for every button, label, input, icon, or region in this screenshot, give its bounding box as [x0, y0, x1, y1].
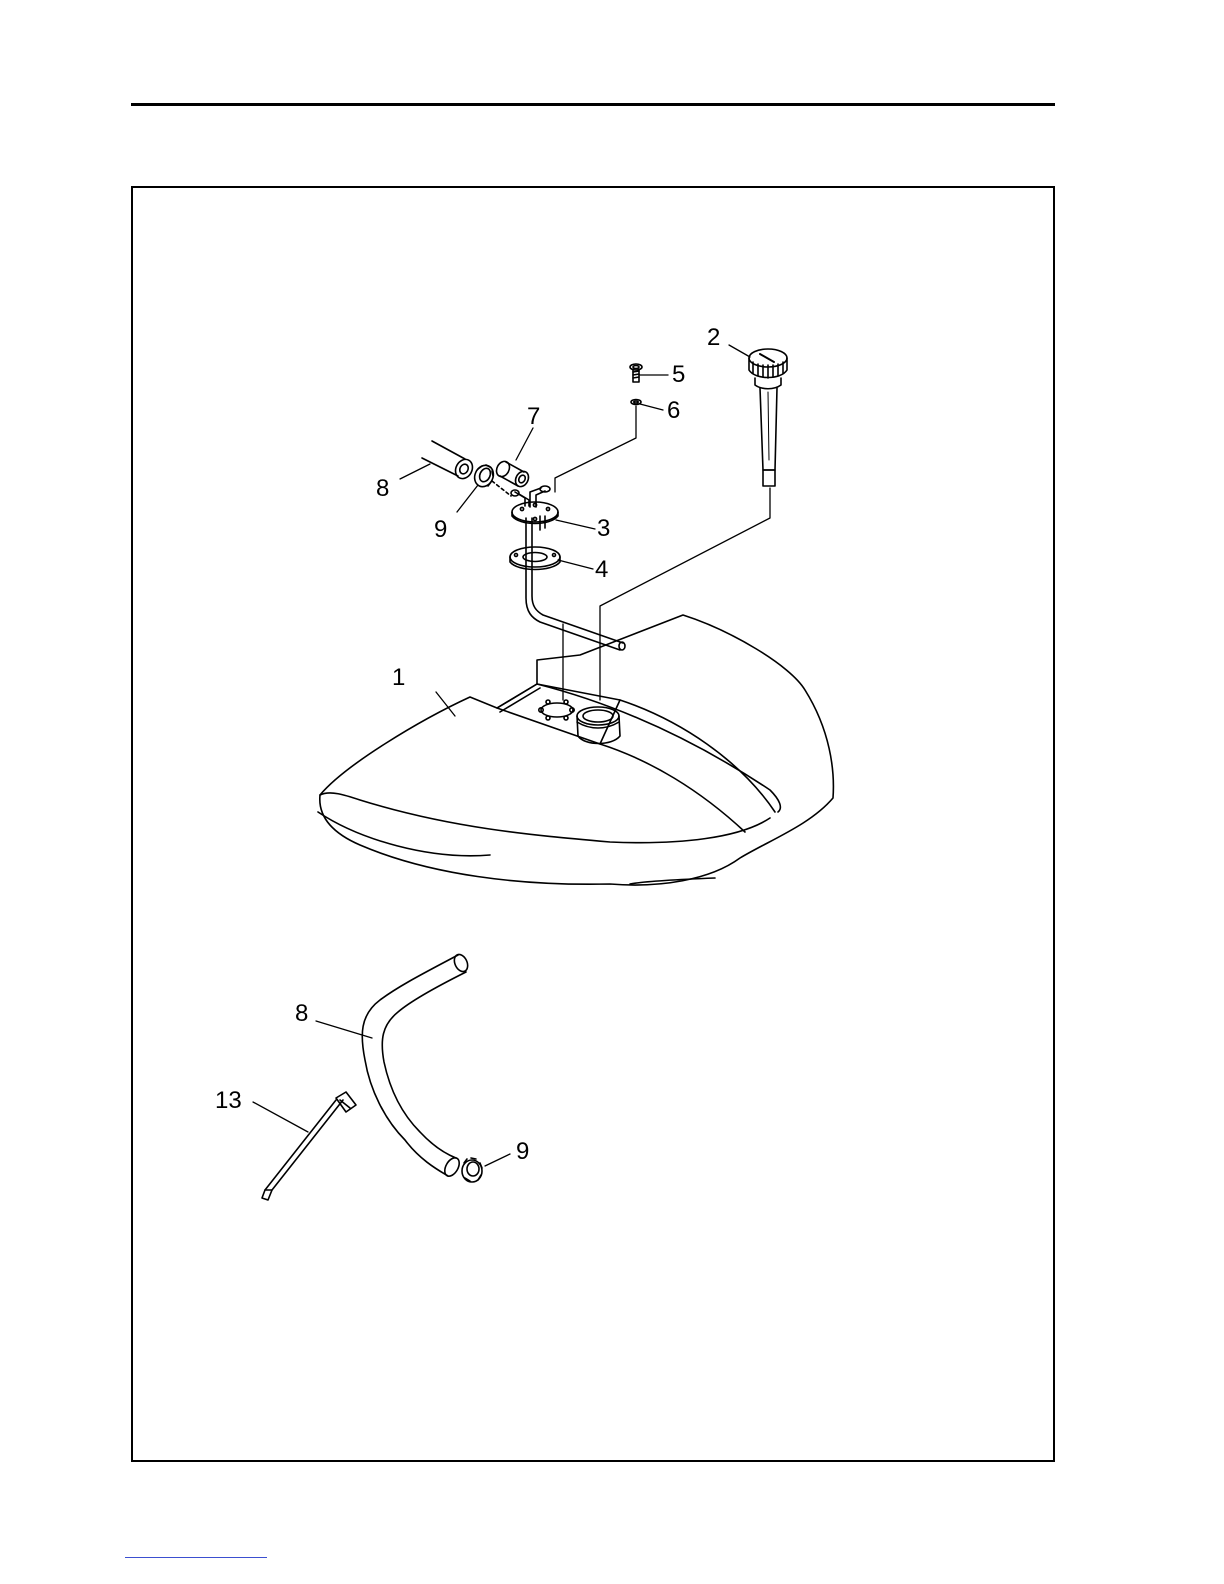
screw — [630, 364, 642, 382]
callout-6: 6 — [667, 397, 680, 424]
fuel-gauge-cap — [749, 349, 787, 486]
assembly-line-dashed — [492, 481, 511, 496]
callout-2: 2 — [707, 324, 720, 351]
callout-9-bottom: 9 — [516, 1138, 529, 1165]
footer-link-underline — [125, 1557, 267, 1558]
hose-clamp-bottom — [462, 1158, 482, 1182]
callout-4: 4 — [595, 556, 608, 583]
callout-8-top: 8 — [376, 475, 389, 502]
cable-tie — [262, 1092, 356, 1200]
callout-labels: 1 2 3 4 5 6 7 8 9 8 9 13 — [215, 324, 720, 1165]
fuel-hose-top — [422, 441, 476, 482]
callout-7: 7 — [527, 403, 540, 430]
sender-gasket — [510, 547, 560, 570]
assembly-lines — [555, 406, 770, 700]
hose-clamp-top — [471, 462, 497, 490]
callout-1: 1 — [392, 664, 405, 691]
callout-leaders — [253, 345, 750, 1166]
callout-8-bottom: 8 — [295, 1000, 308, 1027]
fuel-hose-bottom — [362, 952, 470, 1178]
callout-9-top: 9 — [434, 516, 447, 543]
callout-5: 5 — [672, 361, 685, 388]
fuel-tank — [318, 615, 833, 885]
callout-3: 3 — [597, 515, 610, 542]
hose-connector — [494, 459, 531, 489]
callout-13: 13 — [215, 1087, 242, 1114]
